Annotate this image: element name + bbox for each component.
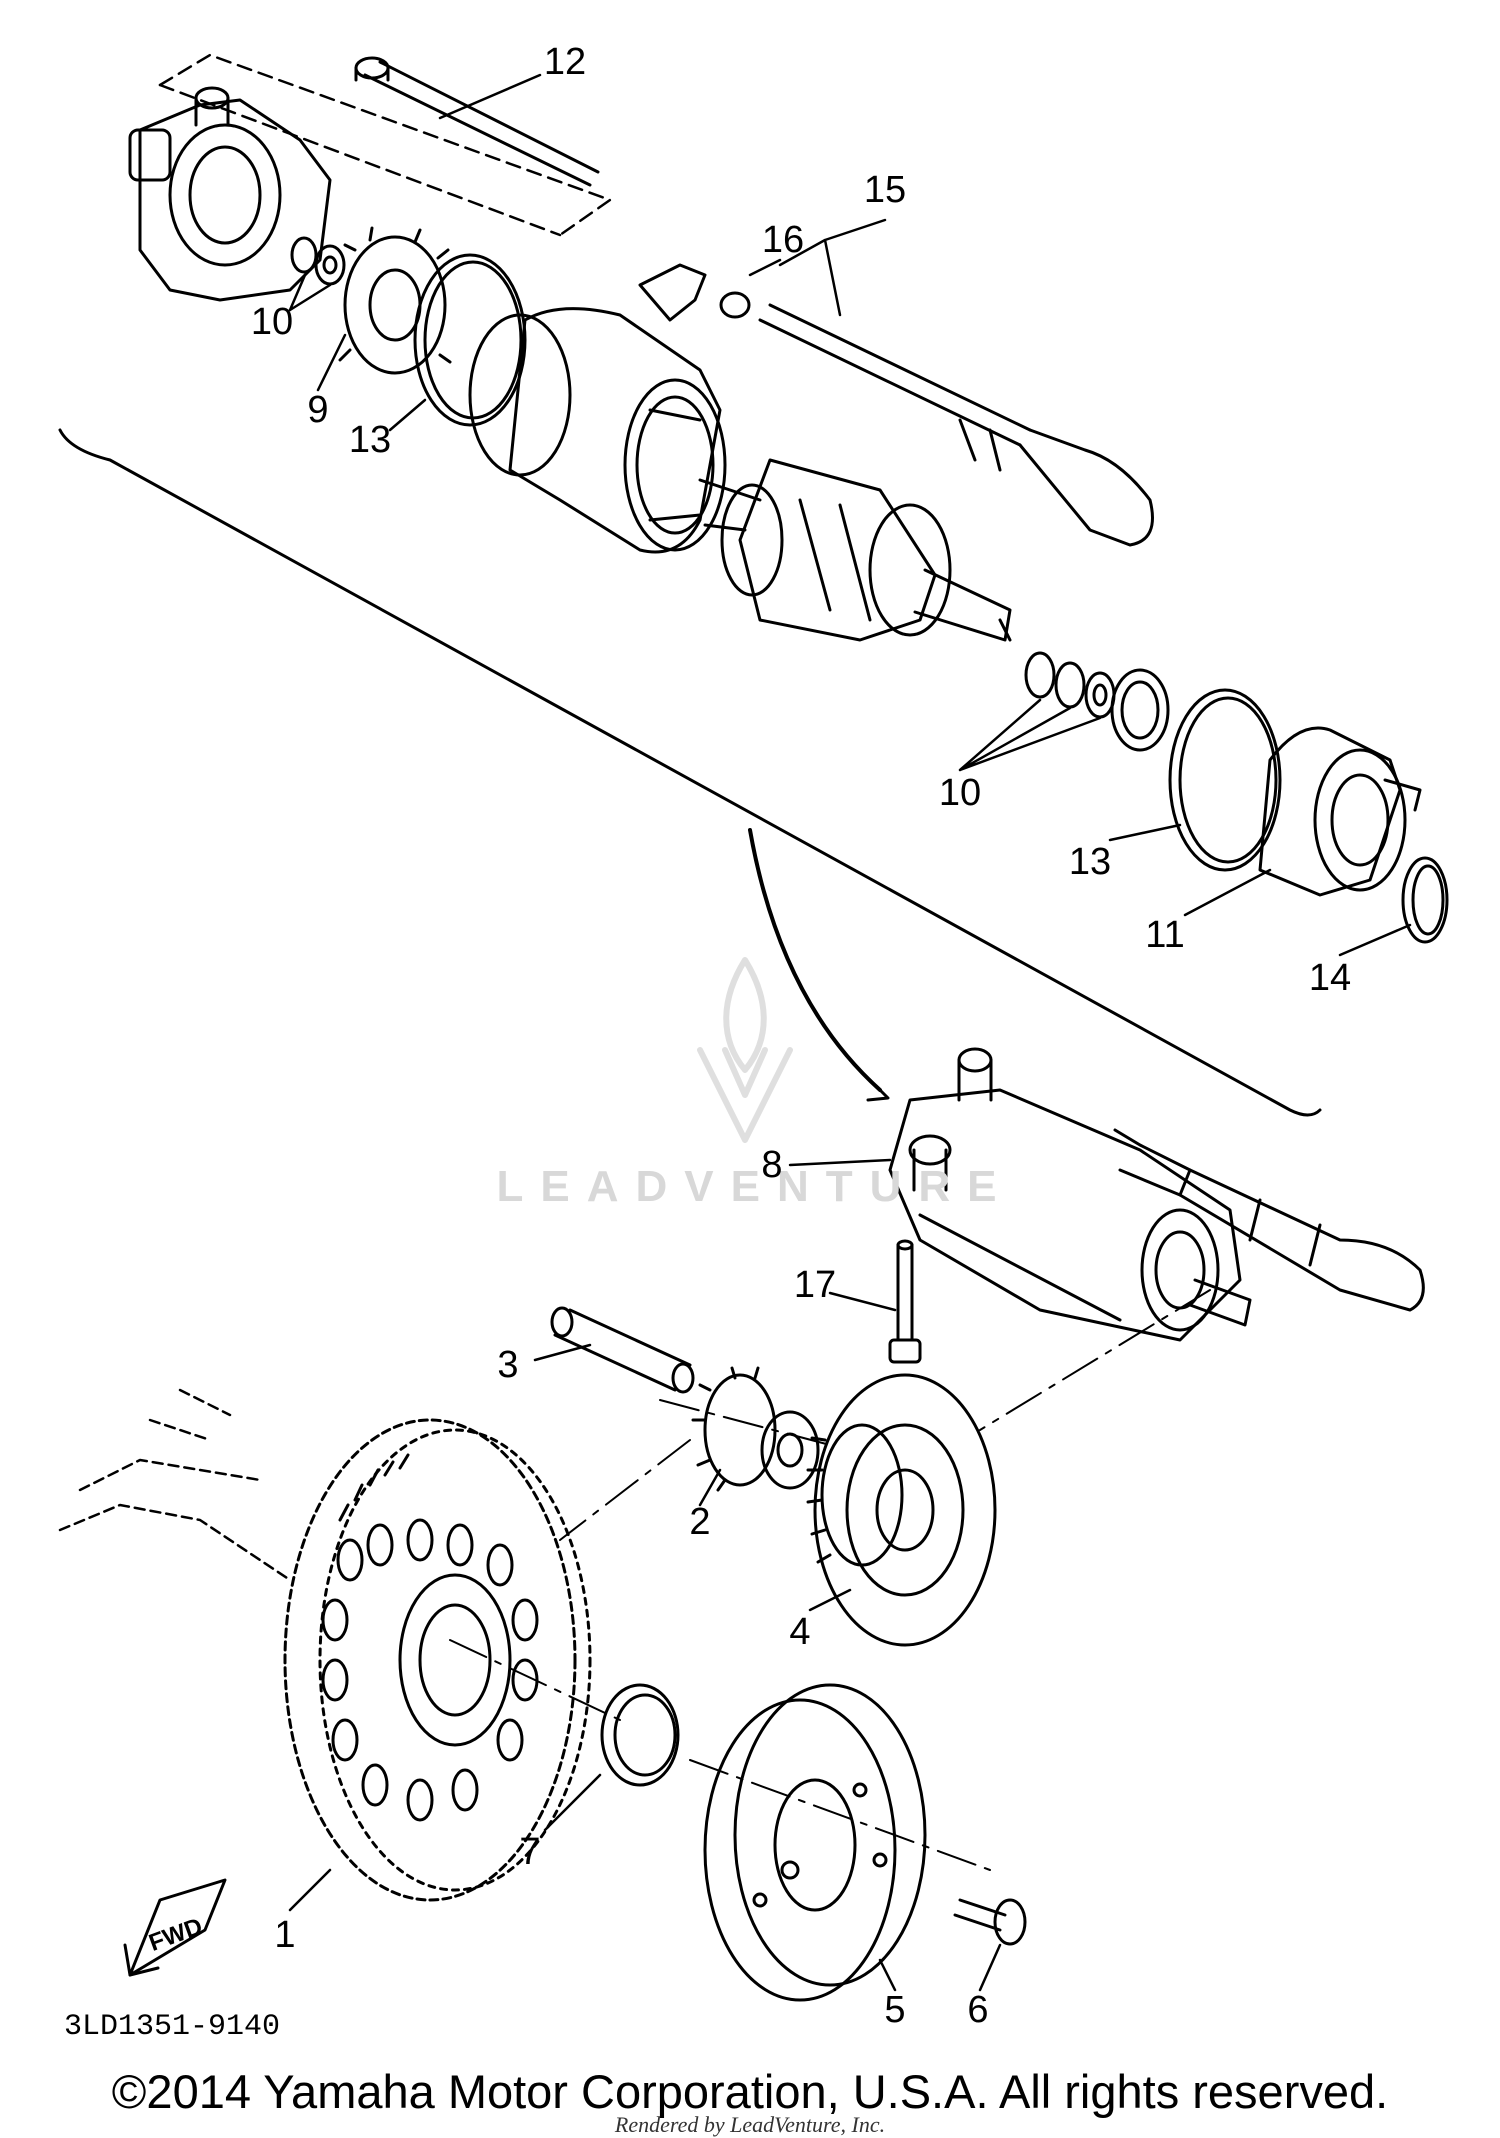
callout-11: 11: [1145, 914, 1185, 956]
callout-9: 9: [307, 389, 329, 431]
callout-8: 8: [761, 1144, 783, 1186]
fwd-label: FWD: [145, 1913, 206, 1957]
starter-front-cover: [128, 86, 332, 302]
callout-15: 15: [863, 169, 907, 211]
group-divider-line: [58, 428, 1322, 1117]
rear-cover: [1258, 726, 1422, 897]
callout-10-right: 10: [938, 772, 982, 814]
callout-17: 17: [793, 1264, 837, 1306]
watermark-text: LEADVENTURE: [496, 1162, 1014, 1211]
motor-yoke: [468, 307, 727, 554]
watermark-logo: [697, 957, 793, 1143]
o-ring-right-inner: [1178, 696, 1278, 864]
callout-2: 2: [689, 1501, 711, 1543]
callout-6: 6: [967, 1989, 989, 2031]
callout-4: 4: [789, 1611, 811, 1653]
o-ring-right: [1168, 688, 1282, 872]
starter-motor-assembly: [888, 1047, 1425, 1342]
o-ring-small-inner: [1411, 864, 1445, 936]
armature: [698, 458, 1012, 642]
callout-10-left: 10: [250, 301, 294, 343]
callout-1: 1: [274, 1914, 296, 1956]
callout-16: 16: [761, 219, 805, 261]
starter-wheel-gear: [283, 1418, 592, 1902]
callout-5: 5: [884, 1989, 906, 2031]
assembly-arrow: [748, 828, 890, 1102]
center-lines: [449, 1289, 1211, 1871]
starter-bolt: [888, 1239, 922, 1364]
circlip: [600, 1683, 680, 1787]
callout-3: 3: [497, 1344, 519, 1386]
clutch-bolt: [953, 1898, 1027, 1946]
o-ring-small: [1401, 856, 1449, 944]
rendered-by-note: Rendered by LeadVenture, Inc.: [614, 2112, 886, 2137]
bolt-box-outline: [158, 53, 612, 237]
document-code: 3LD1351-9140: [64, 2010, 281, 2044]
through-bolt: [354, 56, 600, 187]
callout-13-right: 13: [1068, 841, 1112, 883]
washer-set-right: [1024, 651, 1170, 752]
one-way-clutch-housing: [703, 1683, 927, 2002]
callout-7: 7: [519, 1831, 541, 1873]
idler-shaft: [550, 1306, 695, 1394]
leader-lines: [288, 73, 1412, 1992]
callout-12: 12: [543, 41, 587, 83]
fwd-arrow-icon: FWD: [123, 1878, 227, 1977]
clutch-gear: [806, 1373, 997, 1647]
o-ring-left: [413, 253, 527, 427]
callout-14: 14: [1308, 957, 1352, 999]
brush-holder: [338, 226, 452, 375]
copyright-notice: ©2014 Yamaha Motor Corporation, U.S.A. A…: [111, 2065, 1389, 2118]
crankshaft-outline: [58, 1388, 292, 1582]
lead-wire: [638, 263, 1154, 547]
idler-gear: [691, 1366, 820, 1492]
callout-13-left: 13: [348, 419, 392, 461]
